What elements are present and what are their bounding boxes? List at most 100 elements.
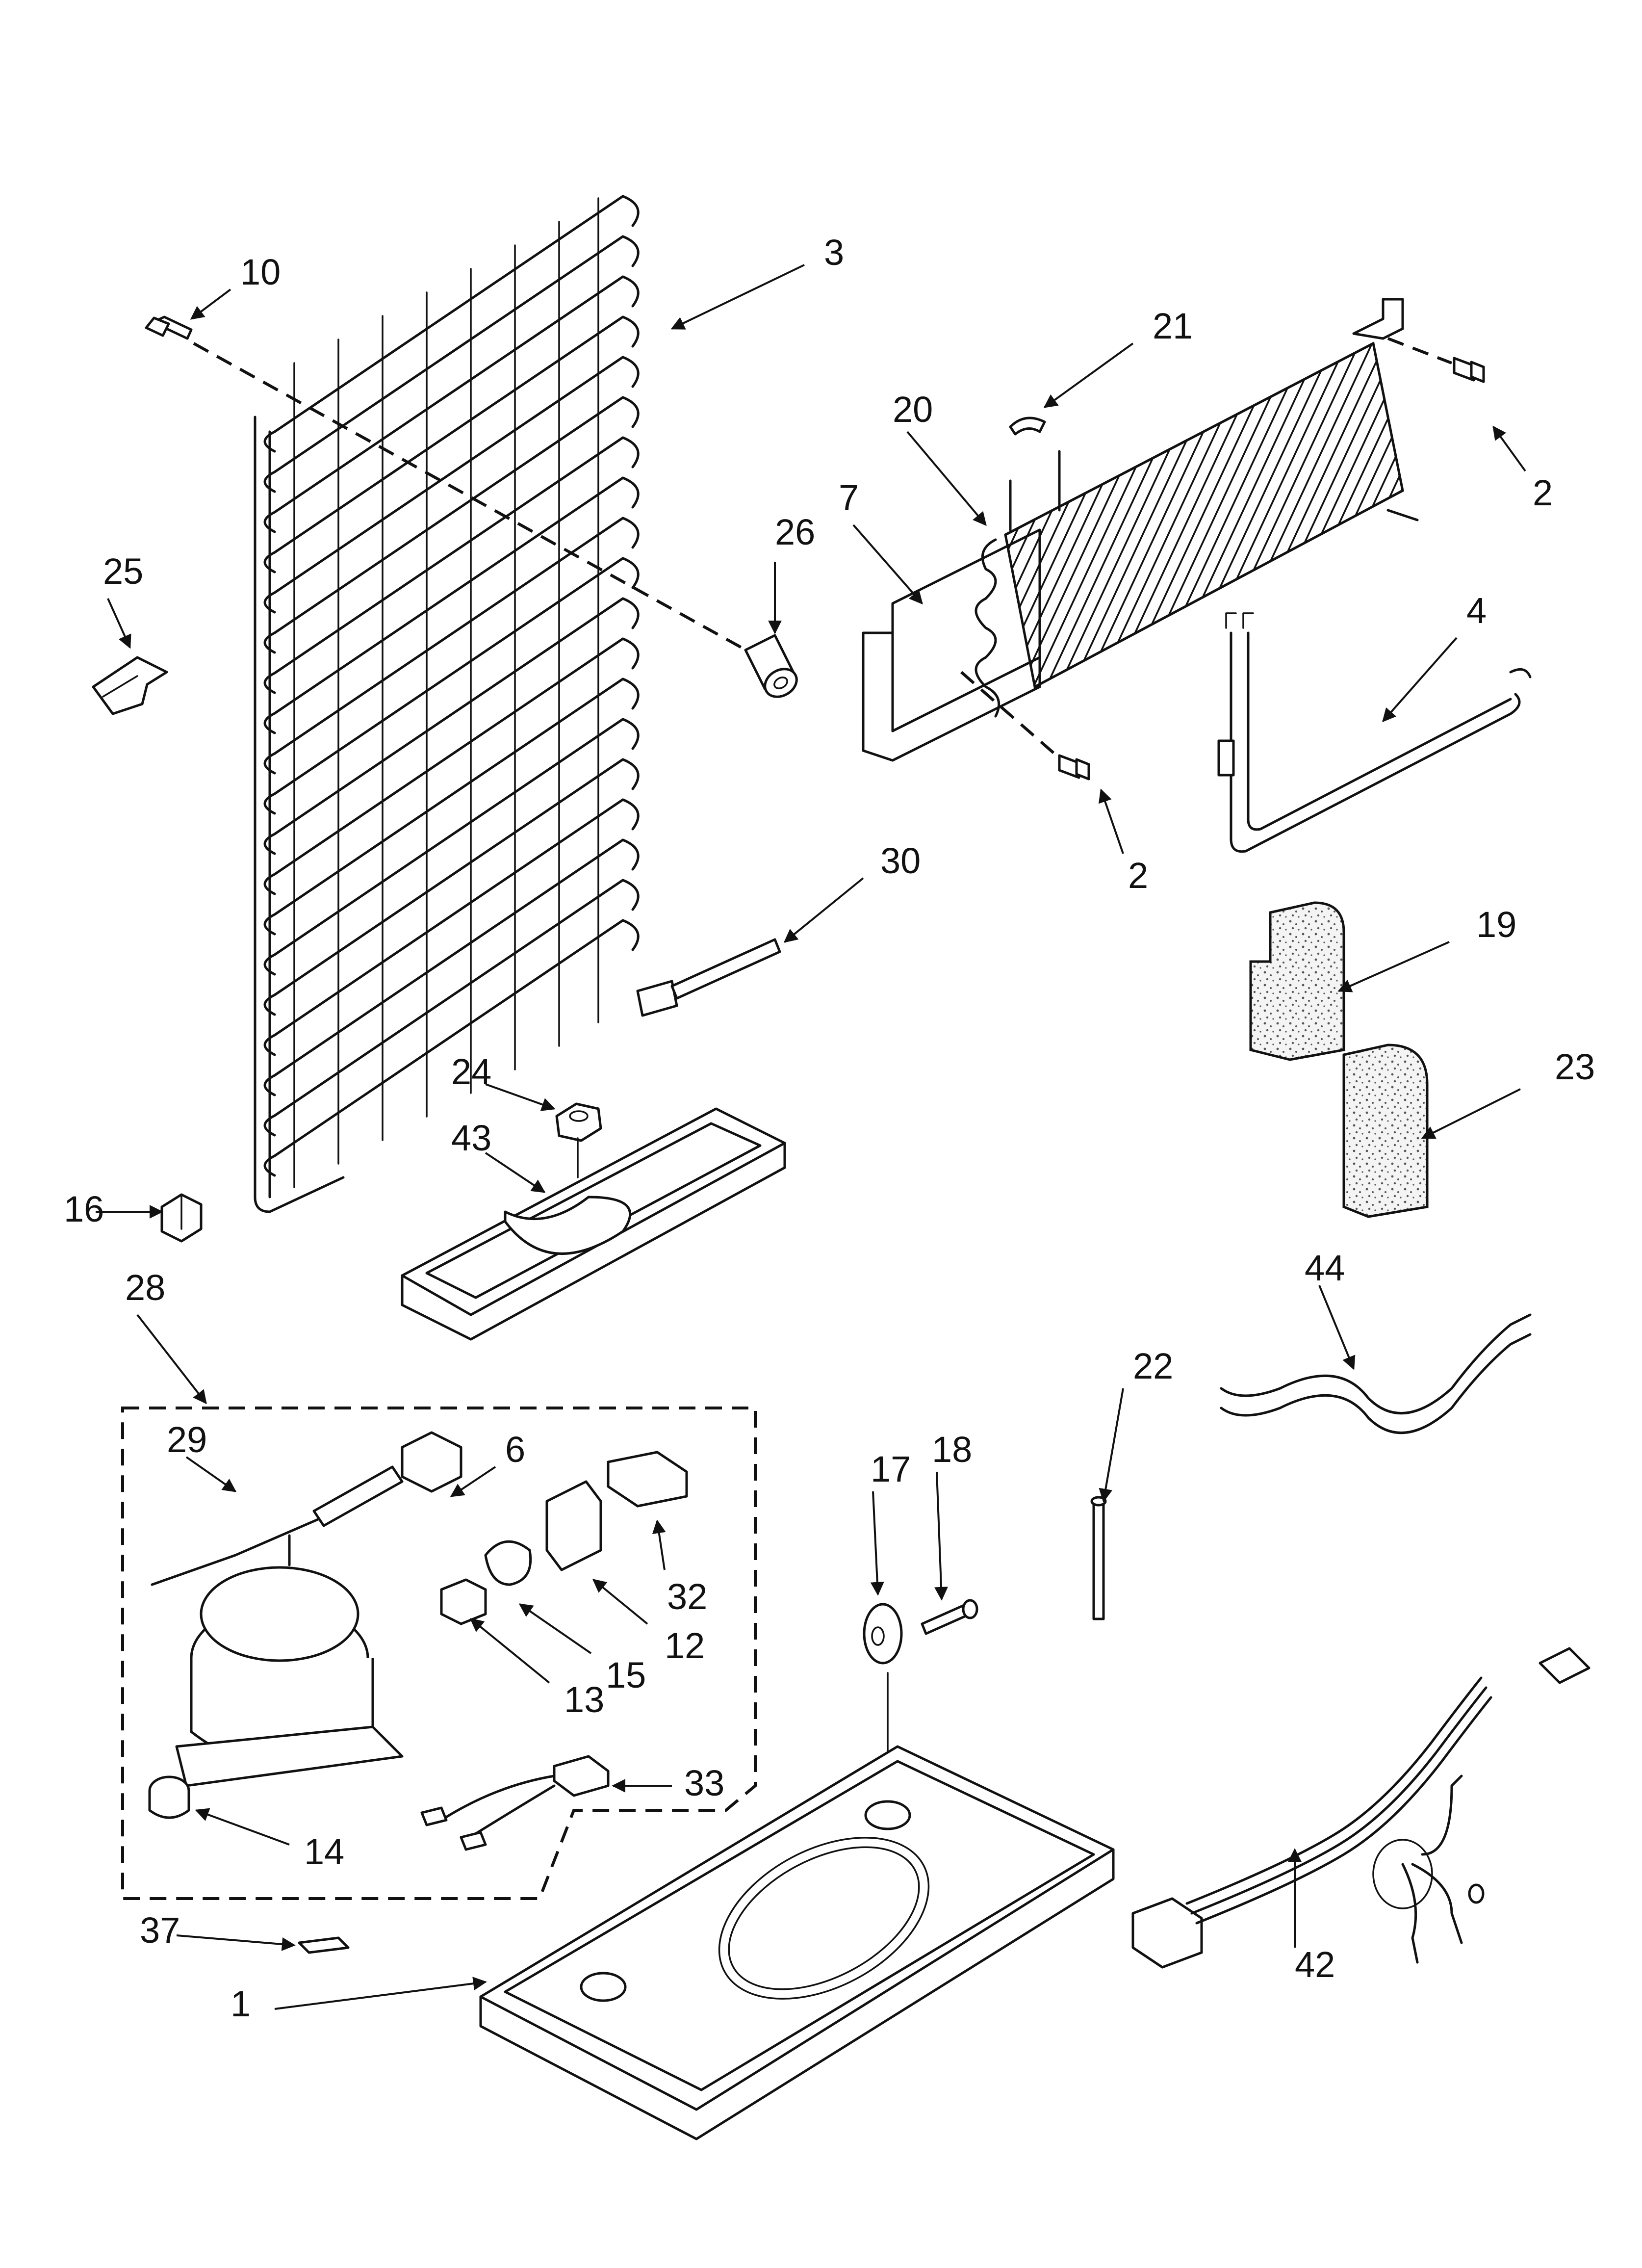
callout-number: 15 [606,1655,646,1695]
evaporator [862,298,1419,762]
coil-return-bend [621,356,640,388]
tube-44 [1220,1313,1532,1434]
leader-arrow [136,1314,207,1405]
leader-arrow [1318,1285,1356,1370]
leader-arrow [450,1466,496,1497]
coil-return-bend [621,597,640,629]
leader-arrow [485,1083,556,1111]
harness-33 [420,1755,610,1851]
coil-return-bend [621,557,640,589]
callout-number: 1 [231,1983,251,2024]
coil-return-bend [621,195,640,227]
coil-return-bend [621,517,640,549]
nut-24 [555,1102,602,1178]
callout-26: 26 [768,512,815,634]
screw-2-lower [960,671,1090,781]
leader-arrow [1099,788,1124,854]
leader-arrow [469,1618,550,1684]
bracket-25 [92,656,168,715]
leader-arrow [1099,1388,1124,1503]
coil-return-bend [621,436,640,469]
coil-return-bend [621,838,640,871]
coil-return-bend [621,275,640,308]
callout-number: 4 [1466,590,1487,631]
clip-37 [298,1936,350,1954]
drain-pan-43 [401,1107,786,1341]
defrost-heater-4 [1217,612,1532,853]
callout-number: 28 [125,1267,165,1308]
leader-arrow [1337,941,1450,992]
coil-tube-segment [263,436,624,694]
coil-return-bend [621,637,640,670]
callout-17: 17 [870,1449,911,1596]
coil-tube-segment [263,476,624,734]
callout-number: 13 [564,1679,604,1720]
callout-number: 44 [1305,1248,1345,1288]
callout-number: 22 [1133,1346,1173,1386]
callout-37: 37 [140,1910,296,1951]
callout-19: 19 [1337,904,1516,992]
callout-44: 44 [1305,1248,1356,1370]
coil-return-bend [621,235,640,267]
coil-return-bend [621,798,640,831]
callout-number: 29 [167,1419,207,1460]
callout-12: 12 [592,1579,705,1666]
callout-43: 43 [451,1118,546,1193]
callout-23: 23 [1421,1046,1595,1139]
coil-tube-segment [263,597,624,855]
callout-21: 21 [1043,306,1193,408]
callout-number: 2 [1533,472,1553,513]
callout-number: 21 [1153,306,1193,346]
coil-return-bend [621,718,640,750]
callout-28: 28 [125,1267,207,1405]
screw-10 [145,315,751,654]
leader-arrow [652,1519,666,1570]
coil-tube-segment [263,838,624,1096]
leader-arrow [518,1603,592,1654]
coil-tube-segment [263,396,624,654]
callout-42: 42 [1288,1848,1335,1985]
clip-16 [160,1193,203,1243]
coil-return-bend [621,476,640,509]
overload-13 [440,1578,487,1625]
callout-29: 29 [167,1419,237,1492]
coil-tube-segment [263,758,624,1016]
leader-arrow [1043,342,1134,408]
coil-tube-segment [263,356,624,614]
cable-tie-30 [636,938,781,1017]
leader-arrow [195,1808,290,1846]
callout-20: 20 [893,389,987,526]
callout-number: 43 [451,1118,491,1158]
rod-22 [1090,1496,1107,1620]
compressor-kit-outline [121,1407,757,1900]
callout-number: 16 [64,1189,104,1229]
leader-arrow [1421,1088,1521,1139]
callout-number: 6 [505,1429,525,1470]
coil-tube-segment [263,235,624,493]
callout-24: 24 [451,1051,556,1111]
harness-42 [1131,1647,1591,1969]
leader-arrow [274,1977,487,2010]
leader-arrow [107,598,131,649]
spacer-26 [744,634,798,698]
leader-arrow [783,877,864,943]
callout-number: 14 [304,1831,344,1872]
callout-number: 23 [1555,1046,1595,1087]
cover-12 [545,1480,602,1571]
callout-10: 10 [190,252,281,320]
callout-32: 32 [652,1519,707,1617]
coil-return-bend [621,315,640,348]
foam-block-23 [1342,1043,1429,1218]
callout-number: 33 [684,1763,724,1803]
callout-22: 22 [1099,1346,1173,1503]
leader-arrow [670,264,805,330]
coil-return-bend [621,919,640,951]
callout-number: 32 [667,1576,707,1617]
coil-tube-segment [263,275,624,533]
relay-6 [401,1431,462,1493]
callout-14: 14 [195,1808,344,1872]
screw-2-upper [1387,337,1485,383]
callout-number: 10 [240,252,281,292]
callout-1: 1 [231,1977,487,2024]
